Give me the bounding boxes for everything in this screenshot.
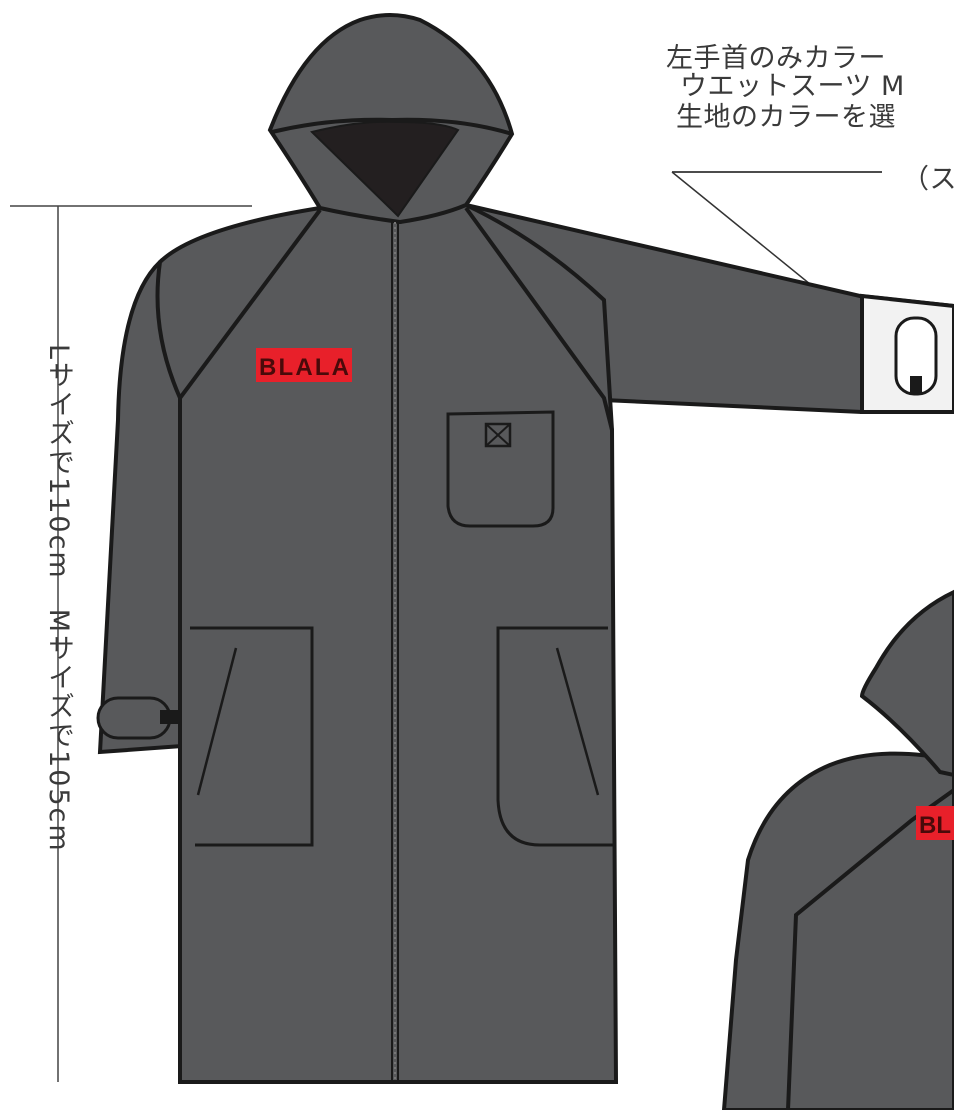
svg-text:BLALA: BLALA	[259, 354, 349, 381]
left-pocket	[190, 626, 314, 847]
back-view-coat: BL	[721, 589, 954, 1110]
annotation-line-1: 左手首のみカラー	[666, 43, 886, 74]
back-logo: BL	[916, 806, 954, 840]
annotation-line-4: （ス	[902, 164, 954, 195]
length-label: Lサイズで110cm Mサイズで105cm	[43, 344, 74, 853]
annotation-line-2: ウエットスーツ M	[680, 71, 905, 102]
svg-text:BL: BL	[919, 812, 951, 839]
length-measurement	[10, 205, 252, 1082]
annotation-line-3: 生地のカラーを選	[676, 102, 896, 133]
cuff-toggle	[894, 316, 938, 396]
chest-pocket	[446, 410, 555, 528]
front-view-coat: BLALA	[96, 13, 954, 1084]
sleeve-tab	[96, 696, 182, 740]
front-logo: BLALA	[256, 348, 352, 382]
right-pocket	[496, 626, 614, 847]
center-zipper	[391, 222, 399, 1082]
